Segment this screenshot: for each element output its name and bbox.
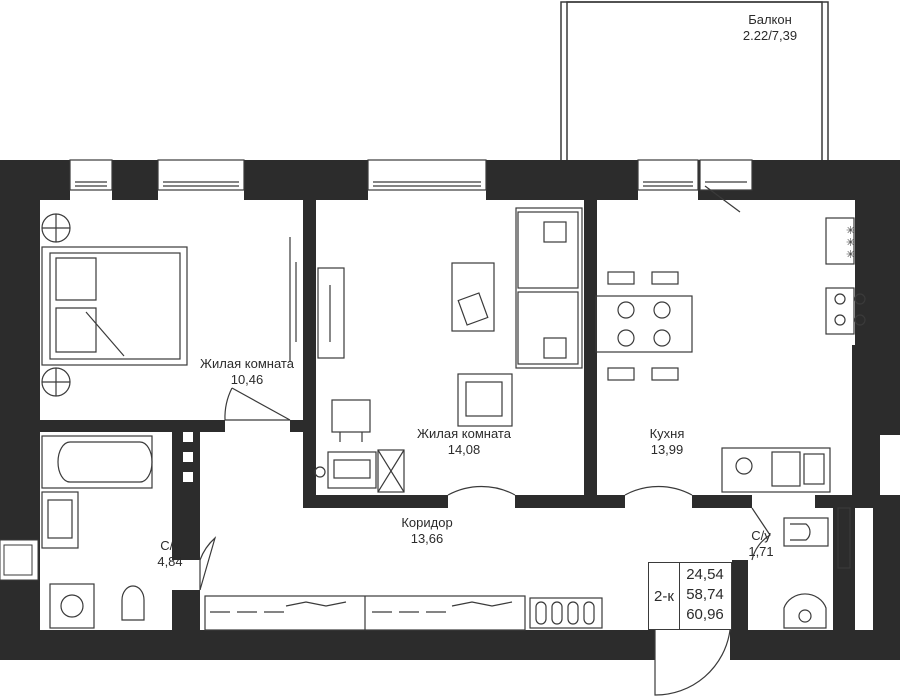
bedroom-label: Жилая комната 10,46 — [197, 356, 297, 388]
vents — [183, 432, 193, 482]
room-name: Жилая комната — [200, 356, 294, 371]
room-area: 1,71 — [748, 544, 774, 559]
room-area: 13,66 — [410, 531, 444, 546]
total-area-value: 58,74 — [686, 586, 724, 603]
room-name: С/у — [751, 528, 771, 543]
wc-furniture — [783, 517, 829, 629]
area-values: 24,54 58,74 60,96 — [680, 565, 730, 625]
kitchen-label: Кухня 13,99 — [637, 426, 697, 458]
room-area: 2.22/7,39 — [742, 28, 798, 43]
bathroom-furniture — [41, 435, 153, 629]
balcony-label: Балкон 2.22/7,39 — [735, 12, 805, 44]
living-label: Жилая комната 14,08 — [414, 426, 514, 458]
windows — [69, 159, 753, 213]
room-area: 4,84 — [157, 554, 183, 569]
outer-walls — [0, 160, 900, 660]
total-with-balcony-value: 60,96 — [686, 606, 724, 623]
doors — [199, 387, 771, 696]
wc-label: С/у 1,71 — [744, 528, 778, 560]
svg-text:✳: ✳ — [846, 224, 855, 237]
room-name: С/у — [160, 538, 180, 553]
room-name: Жилая комната — [417, 426, 511, 441]
room-name: Коридор — [401, 515, 453, 530]
bedroom-furniture — [41, 213, 297, 397]
kitchen-furniture: ✳ ✳ ✳ — [595, 217, 866, 493]
side-window — [0, 539, 39, 581]
apartment-summary: 2-к 24,54 58,74 60,96 — [648, 562, 732, 630]
bathroom-label: С/у 4,84 — [150, 538, 190, 570]
svg-text:✳: ✳ — [846, 236, 855, 249]
room-name: Кухня — [649, 426, 685, 441]
living-area-value: 24,54 — [686, 566, 724, 583]
living-furniture — [314, 207, 583, 493]
interior-walls — [40, 200, 875, 630]
corridor-label: Коридор 13,66 — [392, 515, 462, 547]
wc-wall-detail — [837, 507, 851, 569]
corridor-wardrobe — [204, 595, 603, 631]
room-area: 13,99 — [650, 442, 684, 457]
room-area: 10,46 — [230, 372, 264, 387]
apartment-type: 2-к — [649, 563, 680, 629]
room-name: Балкон — [748, 12, 792, 27]
svg-text:✳: ✳ — [846, 248, 855, 261]
room-area: 14,08 — [447, 442, 481, 457]
